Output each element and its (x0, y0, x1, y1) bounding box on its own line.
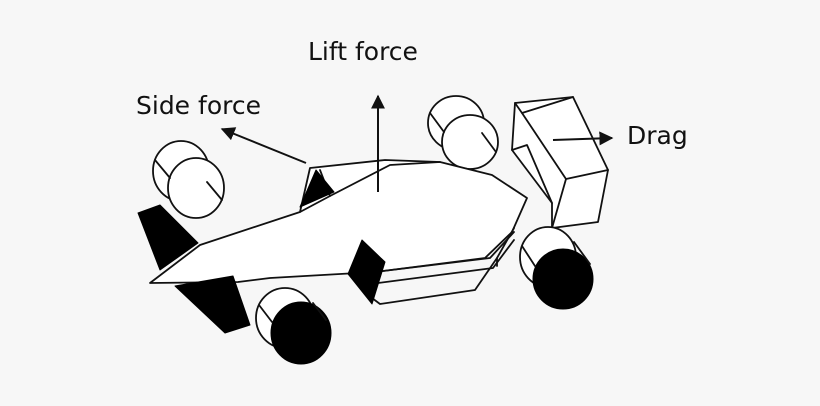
rear-left-wheel (427, 95, 499, 170)
front-right-wheel (255, 287, 332, 365)
front-left-wheel (152, 140, 225, 219)
front-wing-lower-plate (174, 275, 251, 334)
front-wing-upper-plate (137, 204, 199, 271)
drag-arrow (552, 131, 614, 146)
rear-right-wheel (519, 226, 594, 310)
side-force-label: Side force (136, 91, 261, 120)
drag-label: Drag (627, 121, 688, 150)
rear-wing (511, 96, 609, 229)
side-force-arrow (220, 127, 307, 164)
sidepod-intake (347, 239, 386, 305)
cockpit-side-panel (299, 169, 335, 208)
lift-force-label: Lift force (308, 37, 418, 66)
